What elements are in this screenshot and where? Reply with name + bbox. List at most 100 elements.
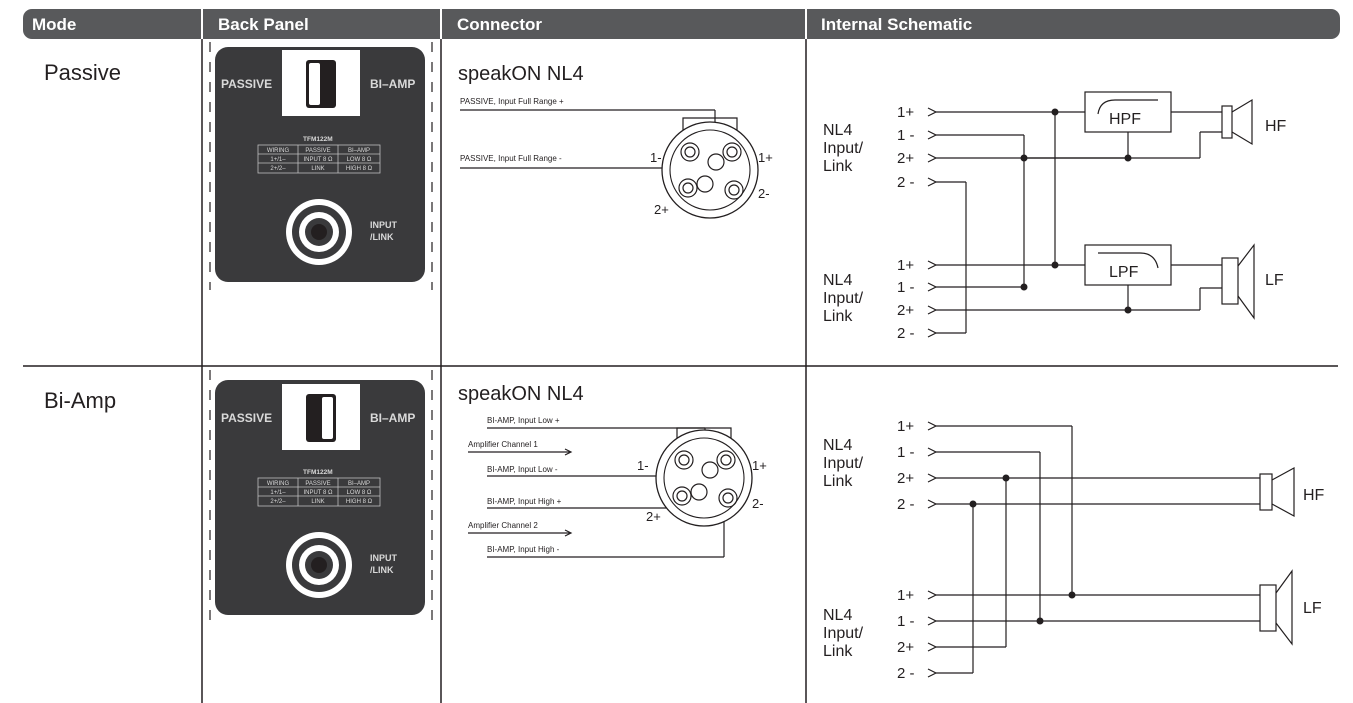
- svg-text:Input/: Input/: [823, 455, 864, 472]
- tweeter-driver-icon: [1259, 466, 1295, 518]
- svg-text:WIRING: WIRING: [267, 481, 290, 487]
- back-panel-bi-amp: PASSIVE BI–AMP TFM122M WIRING PASSIVE BI…: [209, 370, 433, 625]
- svg-text:1-: 1-: [650, 150, 662, 165]
- svg-text:Amplifier Channel 2: Amplifier Channel 2: [468, 521, 538, 530]
- svg-text:PASSIVE, Input Full Range -: PASSIVE, Input Full Range -: [460, 154, 562, 163]
- svg-text:LINK: LINK: [311, 499, 324, 505]
- hpf-label: HPF: [1109, 111, 1141, 128]
- speakon-jack-passive[interactable]: [286, 199, 352, 265]
- svg-text:2+: 2+: [897, 302, 914, 319]
- svg-text:2+: 2+: [897, 470, 914, 487]
- nl4-connector-face: [661, 117, 759, 219]
- svg-text:PASSIVE: PASSIVE: [221, 77, 272, 91]
- svg-text:Link: Link: [823, 308, 853, 325]
- svg-text:/LINK: /LINK: [370, 565, 394, 575]
- svg-text:2 -: 2 -: [897, 325, 915, 342]
- hpf-filter-box: [1084, 91, 1172, 133]
- svg-text:INPUT 8 Ω: INPUT 8 Ω: [303, 490, 333, 496]
- svg-text:Amplifier Channel 1: Amplifier Channel 1: [468, 440, 538, 449]
- svg-text:Link: Link: [823, 158, 853, 175]
- svg-text:NL4: NL4: [823, 437, 852, 454]
- svg-text:Link: Link: [823, 473, 853, 490]
- svg-text:PASSIVE: PASSIVE: [305, 481, 330, 487]
- svg-text:BI-AMP, Input Low +: BI-AMP, Input Low +: [487, 416, 560, 425]
- svg-text:2+: 2+: [897, 639, 914, 656]
- svg-text:2+: 2+: [897, 150, 914, 167]
- svg-text:1-: 1-: [637, 458, 649, 473]
- svg-text:2-: 2-: [752, 496, 764, 511]
- svg-text:1+: 1+: [897, 587, 914, 604]
- schematic-passive: NL4 Input/ Link NL4 Input/ Link 1+ 1 - 2…: [823, 91, 1287, 342]
- svg-text:PASSIVE: PASSIVE: [305, 148, 330, 154]
- lpf-label: LPF: [1109, 264, 1139, 281]
- svg-text:1+: 1+: [897, 104, 914, 121]
- svg-text:NL4: NL4: [823, 607, 852, 624]
- svg-text:NL4: NL4: [823, 272, 852, 289]
- svg-text:2+: 2+: [654, 202, 669, 217]
- svg-text:TFM122M: TFM122M: [303, 136, 333, 143]
- svg-text:LF: LF: [1265, 272, 1284, 289]
- svg-text:Input/: Input/: [823, 140, 864, 157]
- svg-text:1+: 1+: [897, 418, 914, 435]
- svg-text:Input/: Input/: [823, 625, 864, 642]
- svg-text:BI–AMP: BI–AMP: [370, 411, 415, 425]
- svg-text:LF: LF: [1303, 600, 1322, 617]
- svg-text:NL4: NL4: [823, 122, 852, 139]
- mode-passive: Passive: [44, 60, 121, 85]
- woofer-driver-icon: [1259, 569, 1293, 646]
- svg-text:INPUT: INPUT: [370, 220, 398, 230]
- svg-text:1+: 1+: [752, 458, 767, 473]
- svg-text:2 -: 2 -: [897, 496, 915, 513]
- svg-text:LINK: LINK: [311, 166, 324, 172]
- svg-text:1 -: 1 -: [897, 613, 915, 630]
- svg-text:HIGH 8 Ω: HIGH 8 Ω: [346, 499, 373, 505]
- svg-text:BI-AMP, Input High +: BI-AMP, Input High +: [487, 497, 562, 506]
- svg-text:BI-AMP, Input Low -: BI-AMP, Input Low -: [487, 465, 558, 474]
- svg-text:1+/1–: 1+/1–: [270, 490, 286, 496]
- svg-text:BI–AMP: BI–AMP: [348, 481, 370, 487]
- svg-text:BI-AMP, Input High -: BI-AMP, Input High -: [487, 545, 560, 554]
- svg-text:1+: 1+: [758, 150, 773, 165]
- header-back-panel: Back Panel: [218, 15, 309, 34]
- svg-text:2+/2–: 2+/2–: [270, 499, 286, 505]
- svg-text:INPUT: INPUT: [370, 553, 398, 563]
- header-internal-schematic: Internal Schematic: [821, 15, 972, 34]
- svg-text:2 -: 2 -: [897, 665, 915, 682]
- speakon-jack-bi-amp[interactable]: [286, 532, 352, 598]
- mode-bi-amp: Bi-Amp: [44, 388, 116, 413]
- header-connector: Connector: [457, 15, 542, 34]
- woofer-driver-icon: [1221, 243, 1255, 320]
- svg-text:TFM122M: TFM122M: [303, 469, 333, 476]
- svg-text:Input/: Input/: [823, 290, 864, 307]
- svg-text:1+: 1+: [897, 257, 914, 274]
- svg-text:1 -: 1 -: [897, 127, 915, 144]
- svg-text:WIRING: WIRING: [267, 148, 290, 154]
- svg-text:PASSIVE: PASSIVE: [221, 411, 272, 425]
- schematic-bi-amp: NL4 Input/ Link NL4 Input/ Link 1+ 1 - 2…: [823, 418, 1325, 682]
- svg-text:2+/2–: 2+/2–: [270, 166, 286, 172]
- svg-text:BI–AMP: BI–AMP: [370, 77, 415, 91]
- svg-text:BI–AMP: BI–AMP: [348, 148, 370, 154]
- svg-text:Link: Link: [823, 643, 853, 660]
- svg-text:LOW 8 Ω: LOW 8 Ω: [347, 490, 372, 496]
- connector-passive: speakON NL4 PASSIVE, Input Full Range + …: [458, 63, 773, 219]
- connector-title: speakON NL4: [458, 63, 584, 85]
- connector-bi-amp: speakON NL4 BI-AMP, Input Low + Amplifie…: [458, 383, 767, 558]
- nl4-connector-face: [655, 427, 753, 527]
- svg-text:LOW 8 Ω: LOW 8 Ω: [347, 157, 372, 163]
- svg-text:INPUT 8 Ω: INPUT 8 Ω: [303, 157, 333, 163]
- back-panel-passive: PASSIVE BI–AMP TFM122M WIRING PASSIVE BI…: [209, 42, 433, 290]
- svg-text:HF: HF: [1265, 118, 1287, 135]
- svg-text:1 -: 1 -: [897, 279, 915, 296]
- svg-text:PASSIVE, Input Full Range +: PASSIVE, Input Full Range +: [460, 97, 564, 106]
- svg-text:HF: HF: [1303, 487, 1325, 504]
- panel-wiring-table: [257, 144, 381, 174]
- svg-text:/LINK: /LINK: [370, 232, 394, 242]
- svg-text:1+/1–: 1+/1–: [270, 157, 286, 163]
- header-bar: [23, 9, 1340, 39]
- tweeter-driver-icon: [1221, 98, 1253, 146]
- svg-text:HIGH 8 Ω: HIGH 8 Ω: [346, 166, 373, 172]
- svg-text:2+: 2+: [646, 509, 661, 524]
- svg-text:speakON NL4: speakON NL4: [458, 383, 584, 405]
